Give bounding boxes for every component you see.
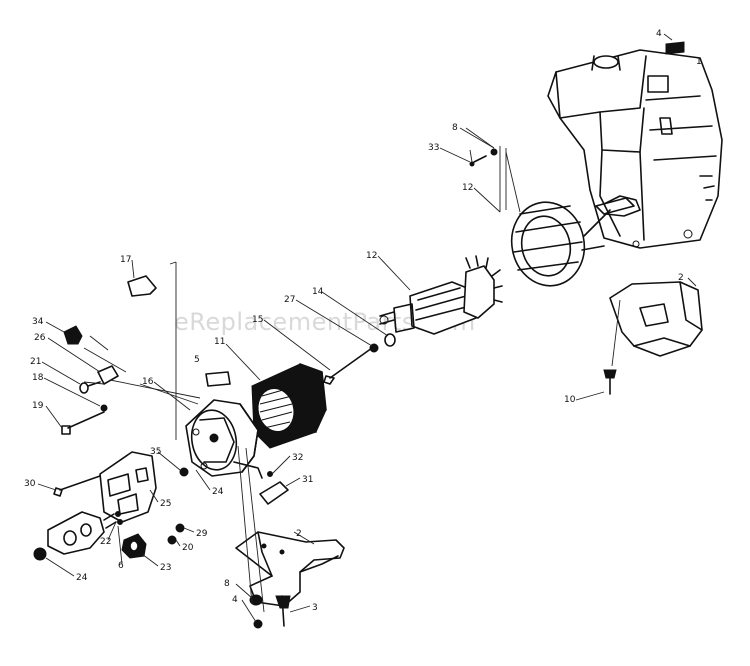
fastener-18-21-part <box>79 381 108 412</box>
label-34: 34 <box>32 317 44 327</box>
label-18: 18 <box>32 373 44 383</box>
label-8: 8 <box>452 123 458 133</box>
starter-armature-part <box>379 255 503 335</box>
screws-8-33-part <box>469 148 498 167</box>
brush-plate-part <box>99 451 157 523</box>
label-10: 10 <box>564 395 576 405</box>
label-19: 19 <box>32 401 44 411</box>
bracket-bolts-part <box>249 594 291 629</box>
leader-lines <box>83 127 621 613</box>
label-1: 1 <box>696 57 702 67</box>
bracket-26-part <box>97 365 119 385</box>
label-3: 3 <box>312 603 318 613</box>
bushing-part <box>179 467 189 477</box>
label-16: 16 <box>142 377 154 387</box>
label-12-armature: 12 <box>366 251 377 261</box>
nut-part <box>33 547 47 561</box>
label-12: 12 <box>462 183 473 193</box>
cover-plate-part <box>47 511 105 555</box>
label-2-upper: 2 <box>678 273 684 283</box>
washer-part <box>369 333 396 353</box>
label-6: 6 <box>118 561 124 571</box>
label-15: 15 <box>252 315 263 325</box>
label-24: 24 <box>212 487 224 497</box>
screw-30-part <box>53 475 101 497</box>
cap-34-part <box>63 325 83 345</box>
decal-part <box>665 41 685 55</box>
field-housing-part <box>251 363 327 449</box>
label-31: 31 <box>302 475 313 485</box>
end-cap-housing-part <box>185 399 263 479</box>
label-30: 30 <box>24 479 36 489</box>
label-33: 33 <box>428 143 439 153</box>
label-22: 22 <box>100 537 111 547</box>
label-4: 4 <box>656 29 662 39</box>
label-27: 27 <box>284 295 295 305</box>
label-20: 20 <box>182 543 194 553</box>
bolt-19-part <box>61 411 105 435</box>
label-8-lower: 8 <box>224 579 230 589</box>
label-26: 26 <box>34 333 46 343</box>
part-labels: 4 1 8 33 12 12 17 14 27 15 34 26 11 21 5… <box>24 29 702 613</box>
label-35: 35 <box>150 447 161 457</box>
through-bolt-part <box>323 347 373 385</box>
plate-part <box>205 371 231 387</box>
label-14: 14 <box>312 287 324 297</box>
label-29: 29 <box>196 529 208 539</box>
small-screws-part <box>103 511 123 529</box>
cover-17-part <box>127 275 157 297</box>
mounting-bracket-lower-part <box>235 531 345 607</box>
label-17: 17 <box>120 255 131 265</box>
label-25: 25 <box>160 499 171 509</box>
label-leaders <box>37 33 697 623</box>
screw-10-part <box>603 369 617 395</box>
label-23: 23 <box>160 563 171 573</box>
terminal-nuts-part <box>167 523 185 545</box>
label-5: 5 <box>194 355 200 365</box>
terminal-part <box>121 533 147 559</box>
label-21: 21 <box>30 357 41 367</box>
label-4-lower: 4 <box>232 595 238 605</box>
mounting-bracket-upper-part <box>609 281 703 357</box>
engine-part <box>547 49 723 249</box>
flywheel-shroud-part <box>510 197 635 287</box>
label-32: 32 <box>292 453 303 463</box>
part-31-32 <box>259 471 289 505</box>
label-2-lower: 2 <box>296 529 302 539</box>
label-24-lower: 24 <box>76 573 88 583</box>
label-11: 11 <box>214 337 225 347</box>
